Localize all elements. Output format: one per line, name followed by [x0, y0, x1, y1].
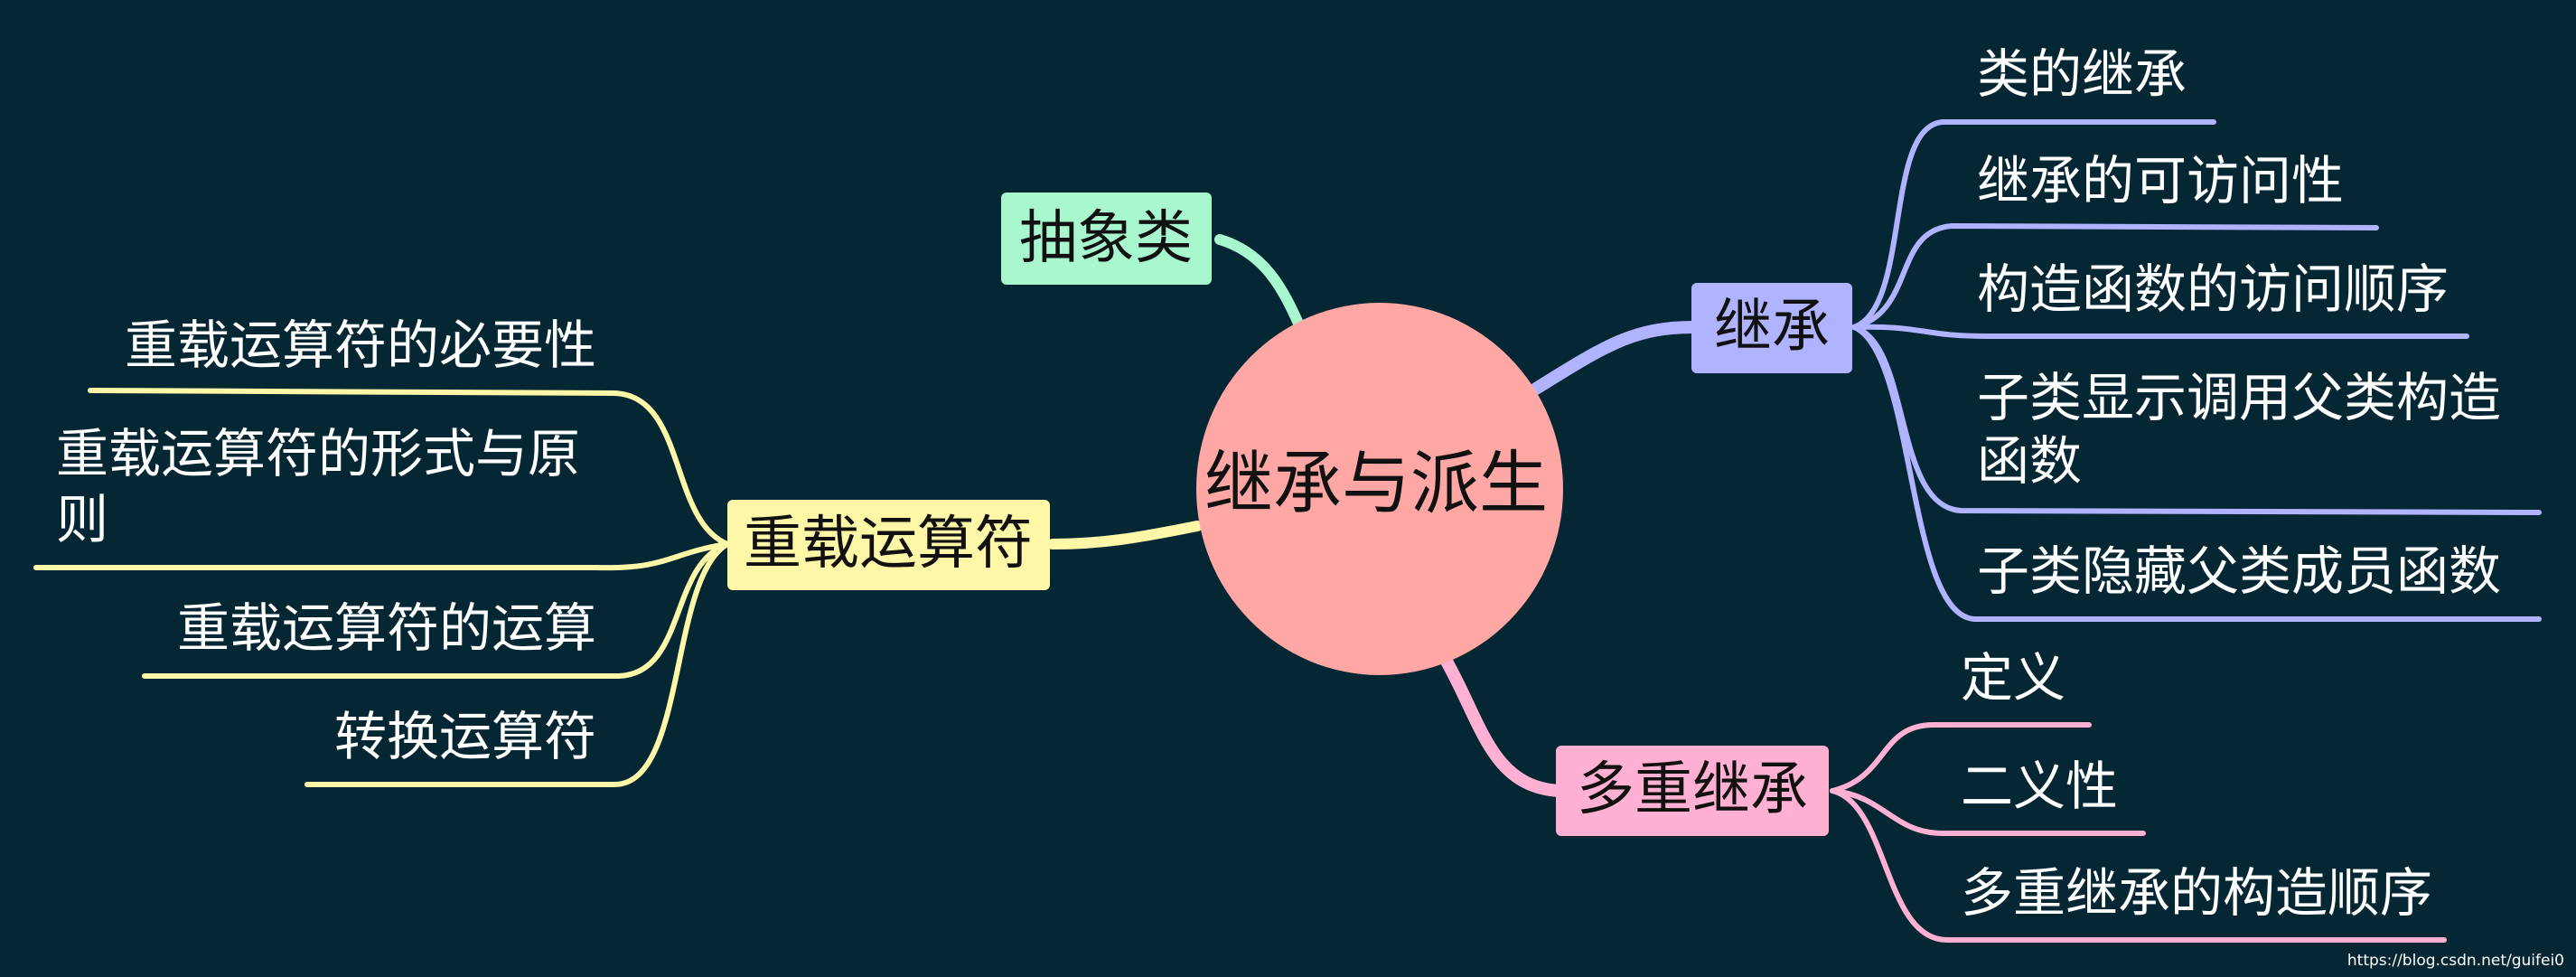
multi-leaves: 定义 二义性 多重继承的构造顺序: [1961, 647, 2432, 924]
leaf-label[interactable]: 继承的可访问性: [1977, 150, 2344, 211]
center-node[interactable]: [1196, 303, 1563, 675]
leaf-label[interactable]: 构造函数的访问顺序: [1977, 258, 2449, 320]
leaf-label[interactable]: 定义: [1961, 647, 2065, 709]
inherit-leaf-connectors: [1851, 119, 2542, 622]
topic-multi-label: 多重继承: [1577, 756, 1808, 823]
topic-abstract[interactable]: 抽象类: [1001, 193, 1212, 285]
leaf-label[interactable]: 重载运算符的形式与原: [56, 423, 580, 484]
topic-overload[interactable]: 重载运算符: [727, 500, 1050, 590]
leaf-label[interactable]: 函数: [1977, 430, 2082, 492]
topic-inherit-label: 继承: [1714, 294, 1830, 361]
leaf-label[interactable]: 重载运算符的必要性: [125, 315, 596, 376]
leaf-label[interactable]: 则: [56, 489, 108, 550]
center-label: 继承与派生: [1204, 443, 1548, 523]
topic-abstract-label: 抽象类: [1019, 205, 1193, 272]
leaf-label[interactable]: 重载运算符的运算: [177, 597, 596, 659]
connector-abstract: [1214, 234, 1305, 331]
center-connectors: [1047, 234, 1700, 797]
leaf-label[interactable]: 二义性: [1961, 756, 2118, 817]
topic-overload-label: 重载运算符: [744, 511, 1033, 578]
leaf-label[interactable]: 转换运算符: [334, 706, 596, 767]
topic-multi[interactable]: 多重继承: [1556, 746, 1829, 836]
watermark: https://blog.csdn.net/guifei0: [2347, 952, 2564, 970]
connector-multi: [1439, 653, 1565, 797]
leaf-label[interactable]: 子类显示调用父类构造: [1977, 367, 2501, 428]
overload-leaves: 重载运算符的必要性 重载运算符的形式与原 则 重载运算符的运算 转换运算符: [56, 315, 596, 767]
leaf-label[interactable]: 子类隐藏父类成员函数: [1977, 540, 2501, 602]
inherit-leaves: 类的继承 继承的可访问性 构造函数的访问顺序 子类显示调用父类构造 函数 子类隐…: [1977, 43, 2501, 602]
leaf-label[interactable]: 多重继承的构造顺序: [1961, 862, 2432, 924]
overload-leaf-connectors: [33, 388, 730, 787]
connector-inherit: [1530, 321, 1700, 395]
connector-overload: [1047, 521, 1203, 550]
topic-inherit[interactable]: 继承: [1691, 283, 1852, 373]
multi-leaf-connectors: [1830, 722, 2447, 943]
leaf-label[interactable]: 类的继承: [1977, 43, 2187, 105]
